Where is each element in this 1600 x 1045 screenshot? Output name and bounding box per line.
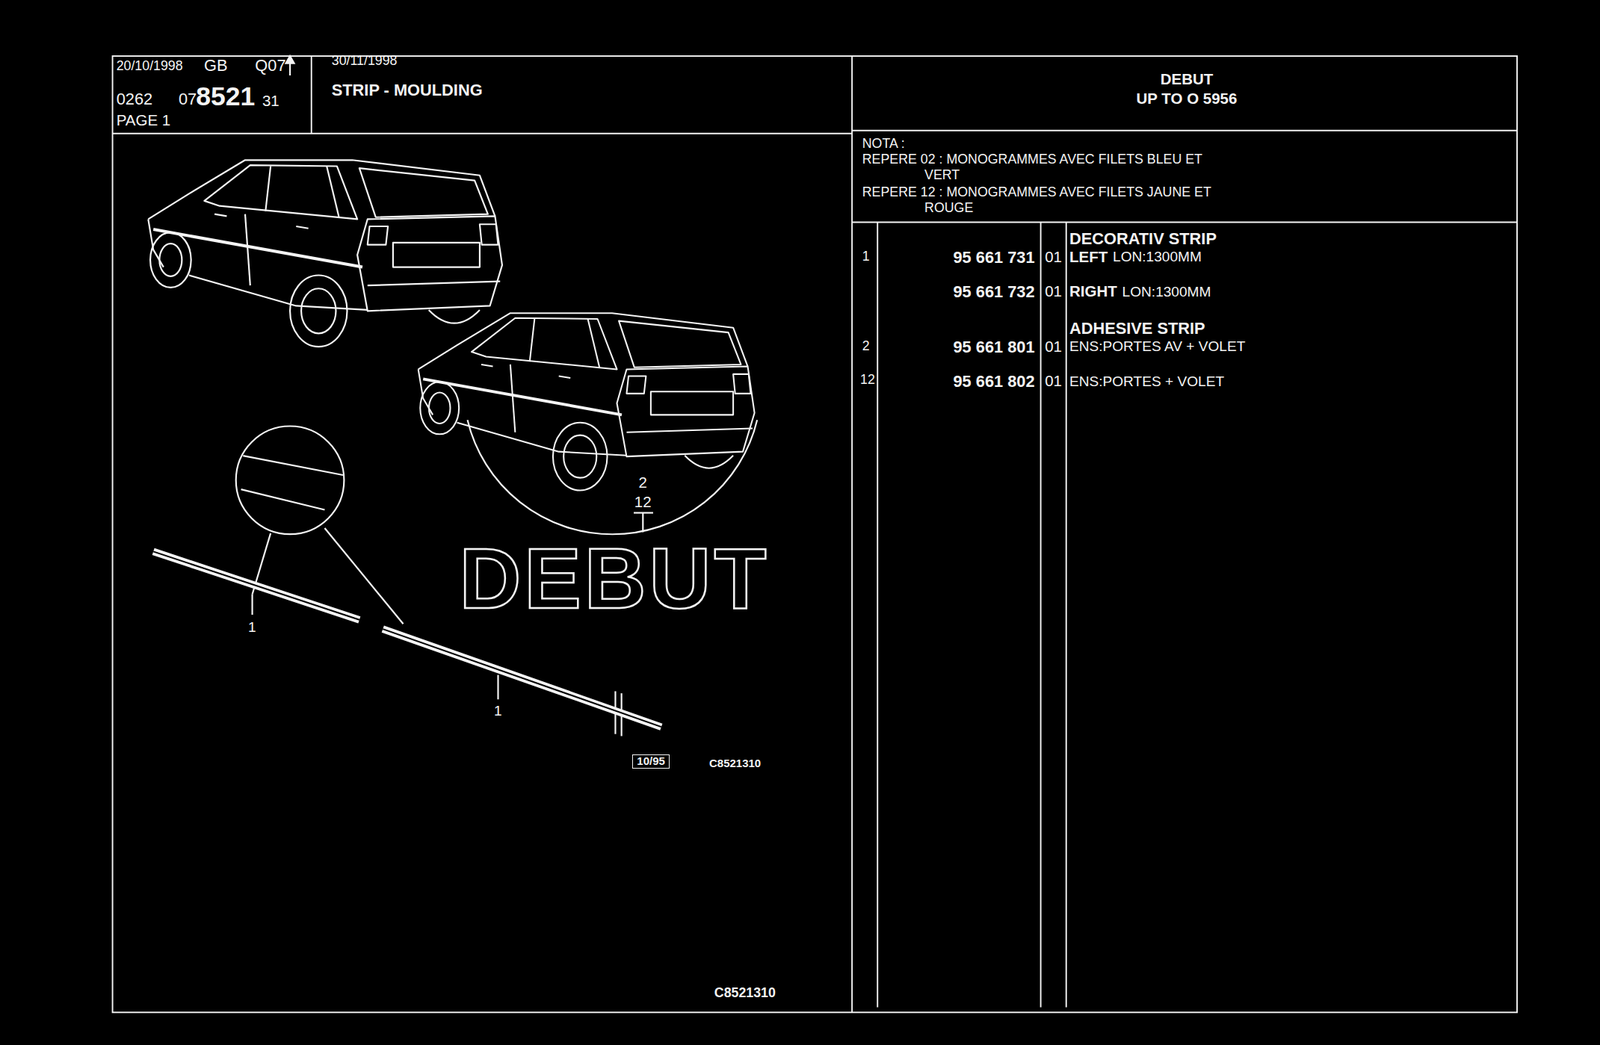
frame [112,56,1518,1013]
quantity: 01 [1044,337,1062,356]
model-name: DEBUT [1160,70,1214,89]
code: 0262 [116,89,154,109]
part-number: 95 661 731 [952,248,1035,267]
table-heading: ADHESIVE STRIP [1069,319,1206,338]
callout-number: 1 [862,248,870,264]
part-side: LEFT [1069,248,1108,267]
note-text: REPERE 12 : MONOGRAMMES AVEC FILETS JAUN… [862,184,1232,216]
callout-number: 1 [248,619,257,636]
group-number: 8521 [195,81,255,113]
code: Q07 [254,56,286,75]
date: 20/10/1998 [116,58,184,74]
car-view [418,313,755,491]
callout-number: 2 [638,473,648,492]
part-number: 95 661 801 [952,337,1035,357]
callout-number: 1 [493,703,503,720]
part-number: 95 661 732 [952,282,1035,302]
note-heading: NOTA : [862,136,905,151]
part-number: 95 661 802 [952,372,1035,391]
part-length: LON:1300MM [1122,283,1212,301]
figure-reference: C8521310 [714,985,776,1001]
callout-number: 12 [634,493,652,512]
sheet-title: STRIP - MOULDING [331,80,483,100]
monogram: DEBUT [458,535,769,622]
code: 07 [178,89,197,109]
page-number: PAGE 1 [116,111,172,130]
table-heading: DECORATIV STRIP [1069,229,1217,249]
quantity: 01 [1044,372,1062,391]
model-range: UP TO O 5956 [1136,89,1238,108]
part-description: ENS:PORTES AV + VOLET [1069,338,1246,355]
part-description: ENS:PORTES + VOLET [1069,373,1225,391]
callout-number: 2 [862,338,870,354]
figure-reference: C8521310 [709,757,761,770]
part-side: RIGHT [1069,282,1118,301]
car-view [147,159,503,347]
up-arrow [286,56,295,76]
callout-number: 12 [860,372,876,388]
code: 31 [262,91,280,110]
quantity: 01 [1044,248,1062,267]
date: 30/11/1998 [331,53,398,69]
date-box: 10/95 [632,754,670,769]
note-text: REPERE 02 : MONOGRAMMES AVEC FILETS BLEU… [862,151,1232,183]
quantity: 01 [1044,282,1062,301]
code: GB [204,56,228,75]
part-length: LON:1300MM [1112,248,1202,266]
